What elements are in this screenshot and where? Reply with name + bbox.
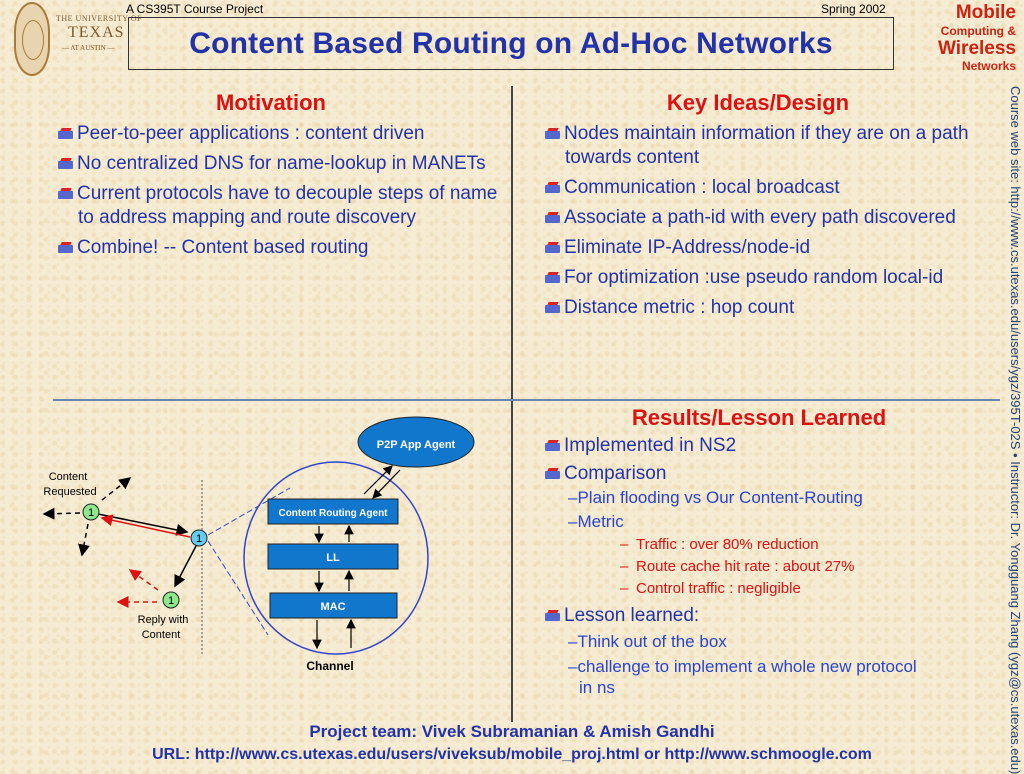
clapperboard-bullet-icon bbox=[58, 129, 73, 139]
content-routing-agent-box bbox=[267, 498, 399, 525]
motivation-title: Motivation bbox=[216, 90, 326, 115]
results-section: Results/Lesson Learned Implemented in NS… bbox=[543, 405, 995, 698]
term-label: Spring 2002 bbox=[821, 2, 886, 16]
reply-link-back bbox=[100, 514, 191, 538]
metric-control-traffic: –Control traffic : negligible bbox=[620, 580, 801, 597]
content-routing-agent-label: Content Routing Agent bbox=[278, 508, 388, 519]
logo-mobile-text: Mobile bbox=[955, 2, 1016, 23]
clapperboard-bullet-icon bbox=[545, 213, 560, 223]
reply-with-content-label-2: Content bbox=[142, 629, 181, 641]
content-node bbox=[162, 591, 180, 609]
results-list: Implemented in NS2 Comparison bbox=[543, 434, 995, 486]
ut-logo-line3: — AT AUSTIN — bbox=[62, 44, 115, 52]
course-project-label: A CS395T Course Project bbox=[126, 2, 264, 16]
clapperboard-bullet-icon bbox=[545, 303, 560, 313]
clapperboard-bullet-icon bbox=[545, 611, 560, 621]
list-item: Lesson learned: bbox=[543, 604, 995, 628]
requester-node-label: 1 bbox=[88, 507, 94, 519]
clapperboard-bullet-icon bbox=[58, 243, 73, 253]
list-item: Communication : local broadcast bbox=[543, 176, 993, 200]
clapperboard-bullet-icon bbox=[545, 469, 560, 479]
arrow-agent-to-app bbox=[363, 465, 393, 495]
reply-with-content-label-1: Reply with bbox=[138, 614, 189, 626]
project-team: Project team: Vivek Subramanian & Amish … bbox=[309, 722, 715, 741]
list-item: Distance metric : hop count bbox=[543, 296, 993, 320]
relay-node-label: 1 bbox=[196, 533, 202, 545]
motivation-section: Motivation Peer-to-peer applications : c… bbox=[56, 90, 506, 266]
list-item: Nodes maintain information if they are o… bbox=[543, 122, 993, 170]
motivation-list: Peer-to-peer applications : content driv… bbox=[56, 122, 506, 260]
metric-route-cache: –Route cache hit rate : about 27% bbox=[620, 558, 855, 575]
lesson-sub-challenge-cont: in ns bbox=[579, 678, 615, 697]
metric-traffic: –Traffic : over 80% reduction bbox=[620, 536, 819, 553]
vertical-divider bbox=[511, 86, 513, 722]
ut-seal-icon bbox=[14, 2, 50, 76]
zoom-line-top bbox=[207, 487, 291, 536]
arrow-app-to-agent bbox=[372, 469, 401, 499]
content-requested-label-1: Content bbox=[49, 471, 88, 483]
relay-node bbox=[190, 529, 208, 547]
node-stack-ellipse bbox=[243, 461, 429, 655]
zoom-line-bottom bbox=[207, 540, 269, 636]
broadcast-arrow-left bbox=[42, 507, 81, 520]
side-course-info: Course web site: http://www.cs.utexas.ed… bbox=[1006, 86, 1024, 774]
content-node-label: 1 bbox=[168, 595, 174, 607]
request-link-forward bbox=[97, 513, 189, 536]
ut-austin-logo: THE UNIVERSITY OF TEXAS — AT AUSTIN — bbox=[14, 2, 141, 78]
list-item: Peer-to-peer applications : content driv… bbox=[56, 122, 506, 146]
list-item: Eliminate IP-Address/node-id bbox=[543, 236, 993, 260]
requester-node bbox=[82, 503, 100, 521]
list-item: Associate a path-id with every path disc… bbox=[543, 206, 993, 230]
mac-layer-box bbox=[269, 592, 398, 619]
lesson-list: Lesson learned: bbox=[543, 604, 995, 628]
ut-logo-line2: TEXAS bbox=[68, 24, 125, 41]
results-title: Results/Lesson Learned bbox=[631, 405, 887, 430]
clapperboard-bullet-icon bbox=[545, 273, 560, 283]
broadcast-arrow-down bbox=[78, 523, 90, 557]
clapperboard-bullet-icon bbox=[58, 189, 73, 199]
channel-label: Channel bbox=[306, 659, 353, 673]
content-requested-label-2: Requested bbox=[43, 486, 96, 498]
ll-layer-label: LL bbox=[326, 552, 340, 564]
project-url: URL: http://www.cs.utexas.edu/users/vive… bbox=[152, 746, 872, 763]
reply-arrow-upleft bbox=[128, 569, 159, 591]
lesson-sub-challenge: –challenge to implement a whole new prot… bbox=[568, 657, 917, 676]
link-node-down bbox=[174, 545, 197, 588]
list-item: Combine! -- Content based routing bbox=[56, 236, 506, 260]
ut-logo-line1: THE UNIVERSITY OF bbox=[56, 14, 142, 23]
clapperboard-bullet-icon bbox=[545, 129, 560, 139]
key-ideas-section: Key Ideas/Design Nodes maintain informat… bbox=[543, 90, 993, 326]
list-item: Comparison bbox=[543, 462, 995, 486]
protocol-stack-diagram: 1 1 1 Content Requested Reply with Conte… bbox=[42, 416, 475, 673]
list-item: Implemented in NS2 bbox=[543, 434, 995, 458]
clapperboard-bullet-icon bbox=[545, 441, 560, 451]
clapperboard-bullet-icon bbox=[58, 159, 73, 169]
list-item: Current protocols have to decouple steps… bbox=[56, 182, 506, 230]
horizontal-divider bbox=[53, 399, 1000, 401]
title-box: Content Based Routing on Ad-Hoc Networks bbox=[128, 17, 894, 70]
comparison-sub-metric: –Metric bbox=[568, 512, 624, 531]
list-item: For optimization :use pseudo random loca… bbox=[543, 266, 993, 290]
key-ideas-list: Nodes maintain information if they are o… bbox=[543, 122, 993, 320]
list-item: No centralized DNS for name-lookup in MA… bbox=[56, 152, 506, 176]
logo-computing-text: Computing & bbox=[940, 24, 1016, 38]
ll-layer-box bbox=[267, 543, 399, 570]
key-ideas-title: Key Ideas/Design bbox=[666, 90, 850, 115]
p2p-app-agent-ellipse bbox=[357, 416, 475, 468]
clapperboard-bullet-icon bbox=[545, 243, 560, 253]
lesson-sub-think: –Think out of the box bbox=[568, 632, 727, 651]
mac-layer-label: MAC bbox=[320, 601, 345, 613]
side-course-info-text: Course web site: http://www.cs.utexas.ed… bbox=[1008, 86, 1023, 774]
logo-networks-text: Networks bbox=[961, 59, 1016, 73]
page-title: Content Based Routing on Ad-Hoc Networks bbox=[189, 26, 833, 60]
mobile-wireless-logo: Mobile Computing & Wireless Networks bbox=[906, 2, 1016, 78]
clapperboard-bullet-icon bbox=[545, 183, 560, 193]
comparison-sub-plain-flooding: –Plain flooding vs Our Content-Routing bbox=[568, 488, 863, 507]
logo-wireless-text: Wireless bbox=[938, 38, 1016, 59]
broadcast-arrow-upright bbox=[101, 477, 132, 501]
p2p-app-agent-label: P2P App Agent bbox=[377, 439, 456, 451]
